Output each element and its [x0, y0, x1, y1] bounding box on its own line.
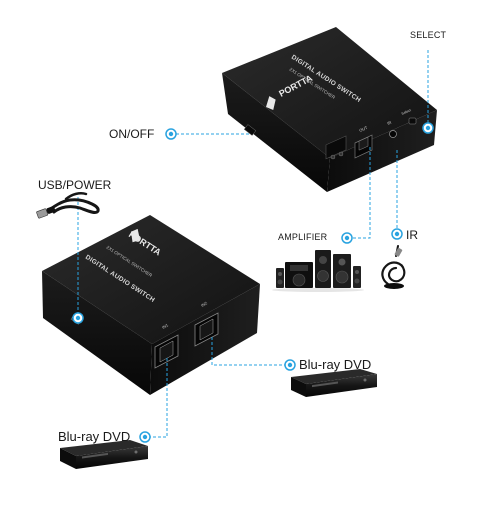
on-off-label: ON/OFF	[109, 127, 155, 141]
callout-dot-amplifier	[341, 232, 353, 244]
port-in2-label: IN2	[200, 300, 209, 308]
callout-dot-select	[422, 122, 434, 134]
usb-power-label: USB/POWER	[38, 178, 112, 192]
port-in1-label: IN1	[161, 322, 170, 330]
optical-in1-inner	[159, 340, 174, 363]
callout-dot-usb	[72, 312, 84, 324]
led-2	[338, 151, 344, 157]
callout-dot-on-off	[165, 128, 177, 140]
ir-label: IR	[406, 228, 418, 242]
device-top-face	[222, 27, 437, 158]
callout-line-bluray-2	[145, 358, 168, 438]
callout-dot-bluray-2	[139, 431, 151, 443]
port-ir-label: IR	[386, 120, 392, 126]
dvd-player-icon	[60, 440, 148, 469]
amplifier-label: AMPLIFIER	[278, 232, 328, 242]
device-top-ports: OUT IR Select	[325, 108, 417, 160]
callout-dots	[72, 122, 434, 443]
callout-lines	[77, 50, 429, 438]
callout-line-bluray-1	[211, 337, 290, 366]
device-bottom-side	[42, 271, 152, 395]
callout-line-amplifier	[347, 147, 371, 239]
callout-dot-bluray-1	[284, 359, 296, 371]
dvd-player-icon	[291, 369, 377, 397]
bluray-dvd-label-1: Blu-ray DVD	[299, 357, 372, 372]
bluray-dvd-label-2: Blu-ray DVD	[58, 429, 131, 444]
on-off-switch	[243, 124, 257, 136]
ir-port	[389, 130, 397, 138]
device-top-front	[327, 110, 437, 192]
brand-logo-icon	[131, 228, 140, 243]
speaker-system-icon	[272, 250, 364, 292]
device-bottom: PORTTA DIGITAL AUDIO SWITCH 2X1 OPTICAL …	[42, 215, 260, 395]
device-bottom-face	[42, 215, 260, 344]
optical-out-inner	[358, 136, 369, 151]
led-1	[330, 154, 336, 160]
select-label: SELECT	[410, 30, 447, 40]
optical-in2-inner	[199, 318, 214, 341]
usb-cable-icon	[36, 191, 100, 219]
brand-logo-icon	[266, 96, 276, 110]
port-select-label: Select	[401, 108, 412, 116]
ir-receiver-cable-icon	[381, 245, 406, 289]
device-top-side	[222, 73, 330, 192]
device-top: PORTTA DIGITAL AUDIO SWITCH 2X1 OPTICAL …	[222, 27, 437, 192]
port-out-label: OUT	[358, 125, 368, 133]
callout-dot-ir	[391, 228, 403, 240]
led-indicators	[325, 135, 347, 160]
select-button	[408, 117, 417, 125]
